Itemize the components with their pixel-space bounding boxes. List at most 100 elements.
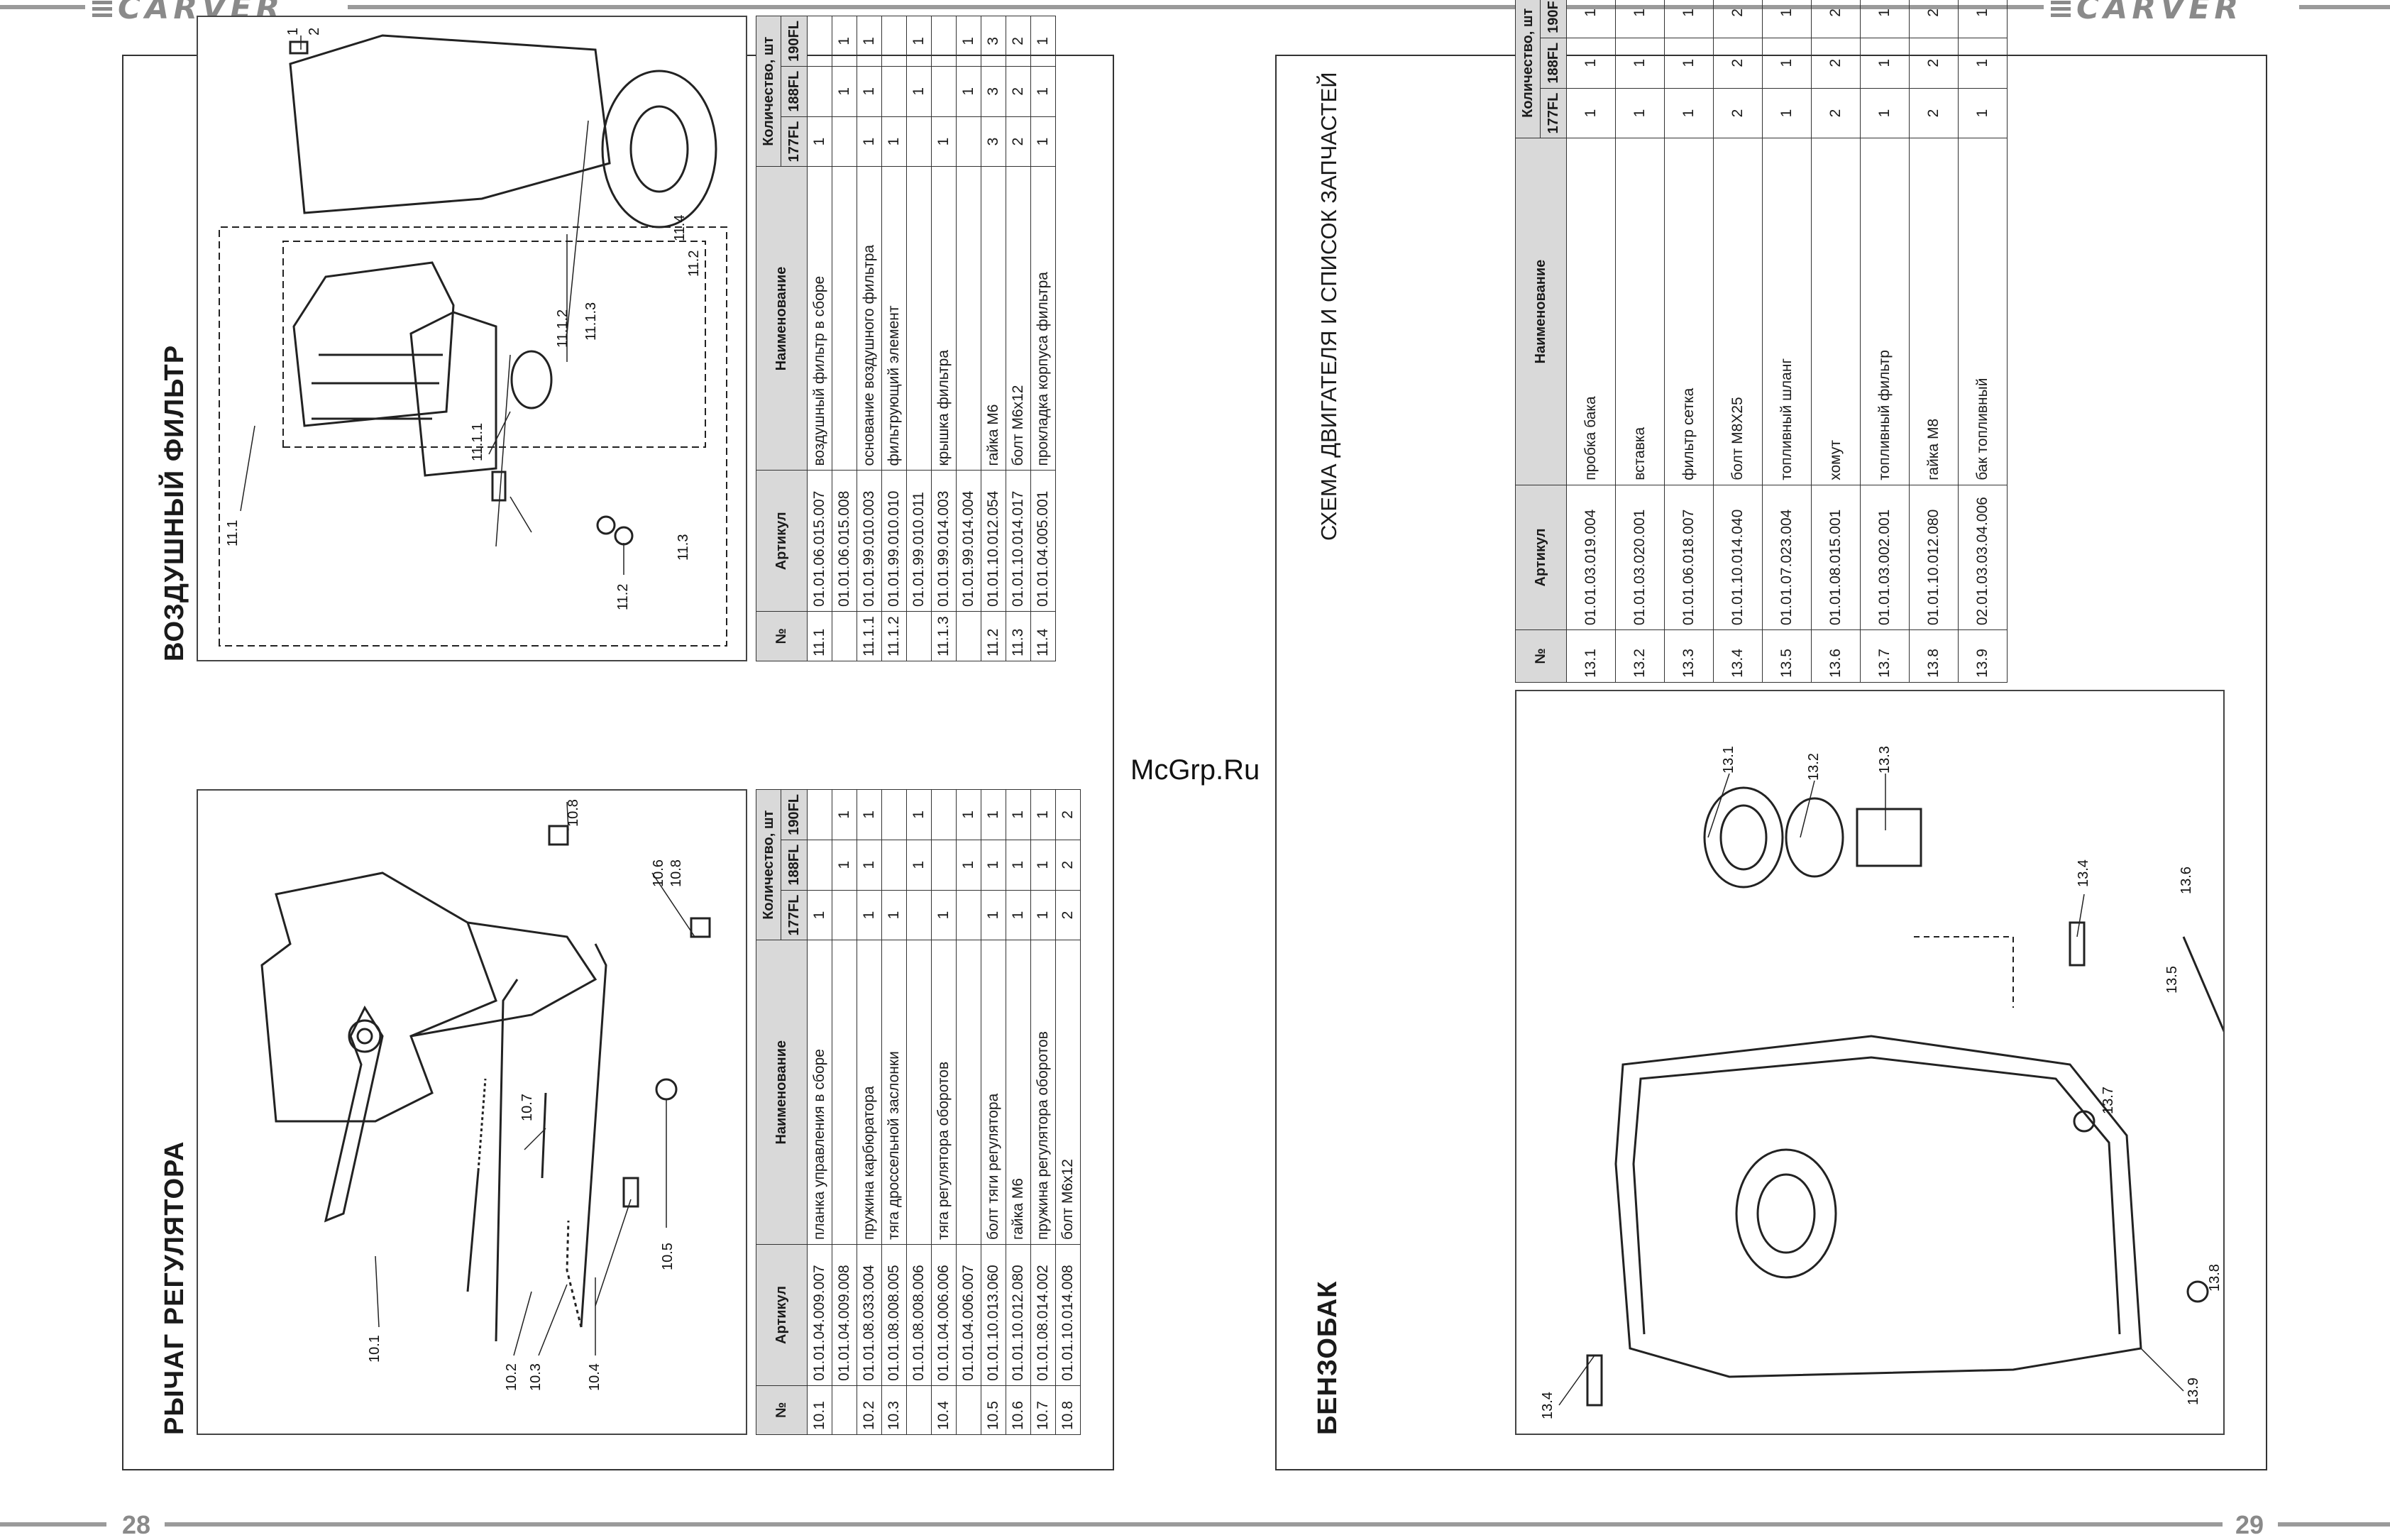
plate-bracket	[410, 921, 598, 1038]
row-name-cell: планка управления в сборе	[807, 940, 832, 1245]
row-name-cell: фильтр сетка	[1664, 138, 1714, 485]
row-qty-177fl-cell: 2	[1811, 88, 1861, 138]
row-qty-190fl-cell: 1	[956, 16, 981, 67]
row-qty-177fl-cell: 1	[881, 116, 907, 167]
col-name: Наименование	[756, 166, 808, 471]
callout-13-4-b: 13.4	[1540, 1392, 1555, 1419]
row-qty-188fl-cell: 1	[956, 840, 981, 891]
watermark: McGrp.Ru	[1130, 754, 1260, 786]
row-name-cell: болт М6х12	[1055, 940, 1081, 1245]
row-no-cell: 10.8	[1055, 1385, 1081, 1435]
row-no-cell	[906, 1385, 932, 1435]
bolt-10-5-icon	[622, 1177, 639, 1208]
row-qty-190fl-cell: 2	[1811, 0, 1861, 38]
row-no-cell: 10.1	[807, 1385, 832, 1435]
control-plate-shape	[260, 871, 497, 1123]
page-number-right: 29	[2235, 1510, 2264, 1539]
col-no: №	[756, 1385, 808, 1435]
row-no-cell: 11.1.3	[931, 611, 957, 661]
row-name-cell	[956, 940, 981, 1245]
callout-10-2: 10.2	[504, 1363, 519, 1391]
row-no-cell: 11.1.2	[881, 611, 907, 661]
row-no-cell: 13.3	[1664, 629, 1714, 683]
row-qty-188fl-cell: 1	[1762, 38, 1812, 89]
row-name-cell	[906, 940, 932, 1245]
row-qty-177fl-cell: 1	[1030, 116, 1056, 167]
row-qty-188fl-cell: 1	[906, 840, 932, 891]
row-name-cell	[906, 166, 932, 471]
row-article-cell: 01.01.04.009.007	[807, 1244, 832, 1386]
callout-11-1: 11.1	[225, 520, 241, 546]
row-name-cell: топливный шланг	[1762, 138, 1812, 485]
col-no: №	[756, 611, 808, 661]
row-qty-188fl-cell	[807, 66, 832, 117]
callout-10-8-a: 10.8	[566, 799, 581, 827]
header-rule-right	[2299, 5, 2390, 9]
row-name-cell: основание воздушного фильтра	[857, 166, 882, 471]
row-qty-188fl-cell: 1	[906, 66, 932, 117]
row-qty-190fl-cell: 1	[832, 16, 857, 67]
col-qty: Количество, шт	[1515, 0, 1541, 138]
carb-spring	[466, 1170, 480, 1292]
callout-10-5: 10.5	[660, 1243, 676, 1270]
row-qty-188fl-cell: 1	[1615, 38, 1665, 89]
row-qty-190fl-cell: 1	[1615, 0, 1665, 38]
air-filter-parts-table: № Артикул Наименование Количество, шт 17…	[756, 16, 1056, 661]
row-qty-190fl-cell	[807, 789, 832, 840]
callout-11-2-b: 11.2	[686, 251, 702, 277]
col-qty: Количество, шт	[756, 789, 781, 940]
row-article-cell: 01.01.10.012.080	[1006, 1244, 1031, 1386]
row-qty-188fl-cell: 1	[832, 66, 857, 117]
col-no: №	[1515, 629, 1567, 683]
row-qty-177fl-cell: 1	[1958, 88, 2008, 138]
col-model-190fl: 190FL	[781, 16, 808, 67]
row-article-cell: 01.01.04.009.008	[832, 1244, 857, 1386]
page-29-content: БЕНЗОБАК СХЕМА ДВИГАТЕЛЯ И СПИСОК ЗАПЧАС…	[1284, 0, 2278, 1463]
row-qty-177fl-cell: 1	[1006, 890, 1031, 940]
row-qty-190fl-cell: 1	[981, 789, 1006, 840]
row-qty-188fl-cell	[807, 840, 832, 891]
nut-13-8-a-icon	[2186, 1280, 2209, 1303]
callout-13-8: 13.8	[2207, 1264, 2223, 1292]
row-qty-177fl-cell: 2	[1055, 890, 1081, 940]
row-no-cell: 13.1	[1566, 629, 1616, 683]
row-article-cell: 01.01.03.019.004	[1566, 485, 1616, 630]
intake-pipes	[312, 353, 443, 420]
row-qty-177fl-cell: 1	[981, 890, 1006, 940]
callout-13-4-a: 13.4	[2076, 859, 2091, 887]
callout-11-1-2: 11.1.2	[555, 309, 571, 348]
fuel-tank-illustration: 13.1 13.2 13.3 13.4 13.4 13.5 13.6 13.7 …	[1540, 746, 2252, 1419]
row-name-cell: хомут	[1811, 138, 1861, 485]
row-no-cell: 11.1	[807, 611, 832, 661]
row-article-cell: 01.01.06.015.007	[807, 471, 832, 612]
callout-11-1-3: 11.1.3	[583, 302, 599, 341]
governor-rod	[580, 943, 607, 1328]
row-article-cell: 01.01.99.010.003	[857, 471, 882, 612]
gasket-11-4-icon	[510, 350, 553, 409]
bolt-10-8-right-icon	[690, 917, 711, 938]
callout-13-2: 13.2	[1806, 753, 1822, 781]
section-title-air-filter: ВОЗДУШНЫЙ ФИЛЬТР	[160, 344, 189, 661]
row-qty-188fl-cell: 2	[1909, 38, 1959, 89]
row-article-cell: 01.01.10.014.017	[1006, 471, 1031, 612]
row-qty-188fl-cell: 1	[832, 840, 857, 891]
row-name-cell: пружина карбюратора	[857, 940, 882, 1245]
row-qty-177fl-cell	[906, 116, 932, 167]
callout-10-8-b: 10.8	[668, 859, 684, 887]
row-article-cell: 01.01.99.010.010	[881, 471, 907, 612]
row-qty-190fl-cell: 1	[906, 16, 932, 67]
row-no-cell: 13.5	[1762, 629, 1812, 683]
row-name-cell: тяга дроссельной заслонки	[881, 940, 907, 1245]
